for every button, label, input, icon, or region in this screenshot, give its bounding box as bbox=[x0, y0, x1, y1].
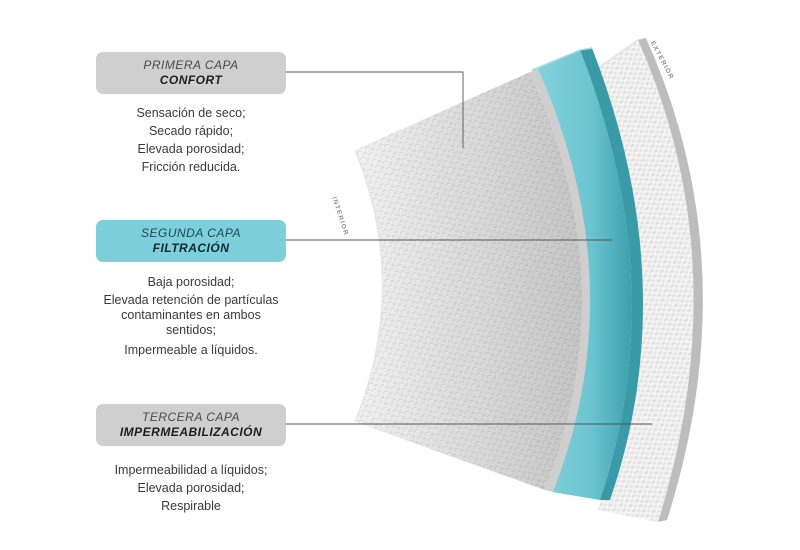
third-layer-features: Impermeabilidad a líquidos; Elevada poro… bbox=[96, 461, 286, 515]
feature-item: Elevada retención de partículas contamin… bbox=[103, 293, 279, 337]
exterior-fabric-layer bbox=[597, 37, 703, 522]
feature-item: Baja porosidad; bbox=[147, 275, 235, 289]
third-layer-subtitle: TERCERA CAPA bbox=[141, 410, 240, 424]
third-layer-label-box: TERCERA CAPA IMPERMEABILIZACIÓN bbox=[96, 404, 286, 446]
feature-item: Respirable bbox=[161, 499, 221, 513]
feature-item: Sensación de seco; bbox=[136, 106, 246, 120]
third-layer-title: IMPERMEABILIZACIÓN bbox=[119, 425, 263, 439]
second-layer-label-box: SEGUNDA CAPA FILTRACIÓN bbox=[96, 220, 286, 262]
second-layer-features: Baja porosidad; Elevada retención de par… bbox=[96, 273, 286, 359]
second-layer-subtitle: SEGUNDA CAPA bbox=[140, 226, 242, 240]
first-layer-subtitle: PRIMERA CAPA bbox=[143, 58, 239, 72]
feature-item: Impermeabilidad a líquidos; bbox=[114, 463, 268, 477]
feature-item: Elevada porosidad; bbox=[137, 142, 245, 156]
interior-fabric-layer bbox=[354, 69, 591, 492]
second-layer-title: FILTRACIÓN bbox=[152, 241, 230, 255]
feature-item: Secado rápido; bbox=[148, 124, 234, 138]
feature-item: Fricción reducida. bbox=[141, 160, 241, 174]
filter-layer bbox=[531, 47, 643, 500]
feature-item: Impermeable a líquidos. bbox=[124, 343, 258, 357]
first-layer-title: CONFORT bbox=[159, 73, 223, 87]
leader-line-first-layer bbox=[286, 71, 464, 148]
feature-item: Elevada porosidad; bbox=[137, 481, 245, 495]
first-layer-features: Sensación de seco; Secado rápido; Elevad… bbox=[96, 104, 286, 176]
first-layer-label-box: PRIMERA CAPA CONFORT bbox=[96, 52, 286, 94]
leader-lines bbox=[286, 71, 652, 425]
